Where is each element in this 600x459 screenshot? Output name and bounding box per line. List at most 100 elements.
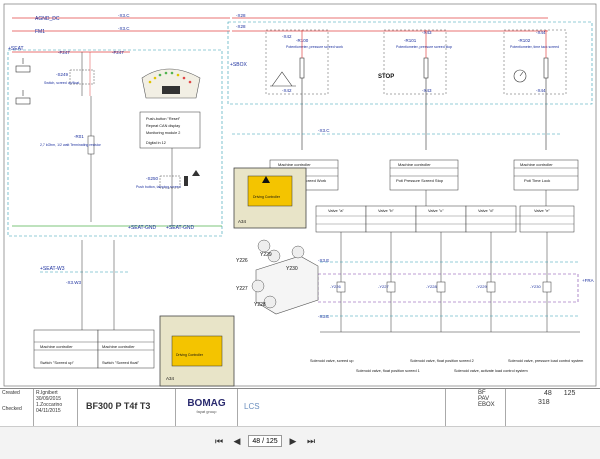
svg-text:STOP: STOP [378,74,394,80]
svg-text:Machine controller: Machine controller [520,162,553,167]
checked-name: 1.Zoccarino [36,402,63,408]
svg-text:-Y227: -Y227 [378,284,389,289]
sheet-number: 318 [538,399,550,406]
label-x3e-mid: -X3.E [318,258,329,263]
svg-text:Monitoring module 2: Monitoring module 2 [146,131,180,135]
svg-text:Potentiometer, pressure screed: Potentiometer, pressure screed stop [396,45,452,49]
svg-text:-Y226: -Y226 [330,284,341,289]
label-x3w3: -X3.W3 [66,280,82,285]
label-sol5: Solenoid valve, pressure load control sy… [508,359,583,363]
potentiometer-r100: -X42 -R100 Potentiometer, pressure scree… [265,29,343,100]
svg-text:Push-button "Reset": Push-button "Reset" [146,117,181,121]
svg-text:Machine controller: Machine controller [398,162,431,167]
svg-text:Valve "c": Valve "c" [428,208,444,213]
potentiometer-r102: -X44 -R102 Potentiometer, time tack scre… [503,29,567,100]
label-agnd-dc: AGND_DC [35,16,60,22]
label-sol4: Solenoid valve, activate load control sy… [454,369,528,373]
svg-text:Poti Pressure Screed Stop: Poti Pressure Screed Stop [396,178,444,183]
checked-date: 04/11/2015 [36,408,61,414]
driving-controller-a34-top: Driving Controller A34 [233,167,307,229]
label-sol2: Solenoid valve, float position screed 1 [356,369,420,373]
machine-controller-3: Machine controller Poti Time Lock [513,159,579,191]
code-ebox: EBOX [478,402,495,408]
page-field: 48 [544,390,552,397]
sbox-region [227,21,593,105]
svg-text:-Y229: -Y229 [476,284,487,289]
checked-label: Checked [2,406,22,412]
label-fra: +FRA [582,278,594,283]
svg-text:Y227: Y227 [236,286,248,292]
svg-text:Push button, tamping screed: Push button, tamping screed [136,185,181,189]
svg-text:-R102: -R102 [518,38,531,43]
driving-controller-a34-bottom: Driving Controller A34 [159,315,235,387]
svg-text:Switch, screed up/float: Switch, screed up/float [44,81,79,85]
label-seat-gnd-1: +SEAT-GND [128,225,156,231]
label-x3e-low: -X3.E [318,314,329,319]
svg-text:-Y228: -Y228 [426,284,437,289]
svg-text:-S250: -S250 [146,176,159,181]
svg-text:Switch "Screed up": Switch "Screed up" [40,360,75,365]
label-seat-gnd-2: +SEAT-GND [166,225,194,231]
tb-codes: BF PAV EBOX [446,389,506,427]
screed-worker-icon [270,71,296,87]
brand-sub: fayat group [196,409,217,414]
label-x28-b: -X28 [236,24,246,29]
last-page-icon[interactable]: ⏭ [306,436,316,446]
tb-names: R.Ignibert 30/09/2015 1.Zoccarino 04/11/… [34,389,78,427]
svg-text:Machine controller: Machine controller [278,162,311,167]
seat-region [7,49,223,237]
pushbutton-s250: -S250 Push button, tamping screed [136,148,181,226]
screed-up-icon [15,58,31,73]
svg-text:Potentiometer, pressure screed: Potentiometer, pressure screed work [286,45,343,49]
first-page-icon[interactable]: ⏮ [214,436,224,446]
svg-text:-S249: -S249 [56,72,69,77]
label-sol1: Solenoid valve, screed up [310,359,353,363]
label-x3c-top: -X3.C [118,13,130,18]
label-seat-w3: +SEAT-W3 [40,266,65,272]
svg-text:Repeat CAN display: Repeat CAN display [146,124,180,128]
next-page-icon[interactable]: ▶ [289,436,297,446]
code-pav: PAV [478,396,490,402]
total-field: 125 [563,390,576,397]
svg-text:-Y230: -Y230 [530,284,541,289]
potentiometer-r101: -X43 -R101 Potentiometer, pressure scree… [378,29,452,100]
label-x28-a: -X28 [236,13,246,18]
svg-text:Digital in 12: Digital in 12 [146,141,166,145]
viewer-toolbar: ⏮ ◀ 48 / 125 ▶ ⏭ [0,426,600,459]
label-x3c-top-2: -X3.C [118,26,130,31]
svg-text:-X42: -X42 [282,34,292,39]
svg-text:Poti Time Lock: Poti Time Lock [524,178,550,183]
svg-text:-X42: -X42 [282,88,292,93]
label-f247-a: -F247 [58,50,70,55]
svg-text:Switch "Screed float": Switch "Screed float" [102,360,140,365]
machine-controller-2: Machine controller Poti Pressure Screed … [389,159,459,191]
svg-text:Valve "e": Valve "e" [534,208,550,213]
created-date: 30/09/2015 [36,396,62,402]
svg-text:A34: A34 [166,376,175,381]
label-x3c-mid: -X3.C [318,128,330,133]
svg-text:-X44: -X44 [536,88,546,93]
screed-float-icon [15,90,31,105]
svg-text:Valve "b": Valve "b" [378,208,394,213]
svg-text:Y226: Y226 [236,258,248,264]
resistor-r01: -R01 2,7 kOhm, 1/2 watt Terminating resi… [40,96,102,222]
page-number-input[interactable]: 48 / 125 [248,435,282,447]
pagination: ⏮ ◀ 48 / 125 ▶ ⏭ [212,432,318,450]
model-title: BF300 P T4f T3 [78,389,176,427]
title-block: Created Checked R.Ignibert 30/09/2015 1.… [0,388,600,427]
switch-s249: -S249 Switch, screed up/float [44,52,95,96]
stopwatch-icon [513,69,527,83]
prev-page-icon[interactable]: ◀ [233,436,241,446]
label-sbox: +SBOX [230,62,247,68]
label-fm1: FM1 [35,29,45,35]
svg-text:Machine controller: Machine controller [40,344,73,349]
hydraulic-valve-block: Y226 Y229 Y230 Y227 Y228 [236,239,319,315]
svg-text:Y228: Y228 [254,302,266,308]
svg-text:Y229: Y229 [260,252,272,258]
svg-text:-R100: -R100 [296,38,309,43]
svg-text:-X44: -X44 [536,30,546,35]
wiring-diagram: AGND_DC FM1 -X3.C -X3.C -X28 -X28 +SBOX … [3,3,597,387]
brand-logo: BOMAG fayat group [176,389,238,427]
brand-name: BOMAG [187,398,226,409]
svg-text:Potentiometer, time tack scree: Potentiometer, time tack screed [510,45,559,49]
